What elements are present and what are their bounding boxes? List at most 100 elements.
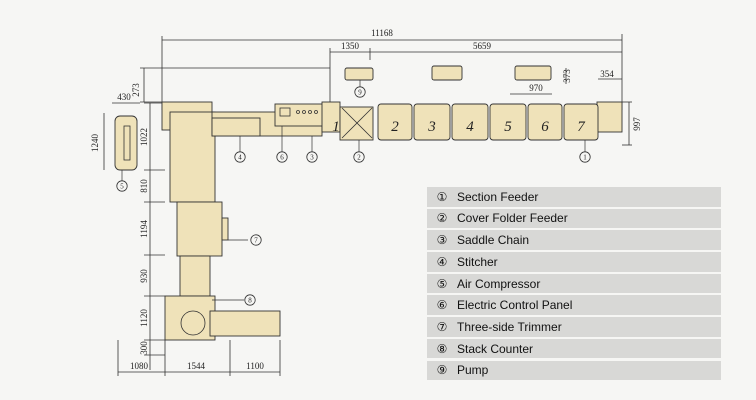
station-number: 5 bbox=[504, 119, 512, 135]
callout-circle bbox=[244, 294, 256, 306]
trimmer-unit bbox=[176, 201, 223, 257]
dim-v5: 1120 bbox=[139, 309, 149, 327]
station-5: 5 bbox=[489, 103, 527, 141]
station-4: 4 bbox=[451, 103, 489, 141]
panel-display bbox=[279, 107, 291, 117]
dim-feeder-span: 5659 bbox=[473, 41, 492, 51]
outfeed-table bbox=[209, 310, 281, 337]
dim-line-height: 997 bbox=[632, 117, 642, 131]
callout-5: 5 bbox=[116, 180, 128, 192]
callout-circle bbox=[234, 151, 246, 163]
dim-bottom-left: 1080 bbox=[130, 361, 149, 371]
dim-left-gap: 273 bbox=[131, 83, 141, 97]
legend-marker: ⑥ bbox=[436, 298, 448, 313]
compressor-window bbox=[123, 125, 131, 161]
station-row: 1 2 3 4 5 6 7 bbox=[332, 103, 599, 141]
station-block bbox=[489, 103, 527, 141]
station-7: 7 bbox=[563, 103, 599, 141]
legend-item: ⑨ Pump bbox=[427, 360, 721, 380]
callout-circle bbox=[579, 151, 591, 163]
panel-knob bbox=[296, 110, 300, 114]
station-block bbox=[413, 103, 451, 141]
end-unit bbox=[596, 101, 623, 133]
dim-pump-height: 373 bbox=[562, 69, 572, 83]
station-1: 1 bbox=[332, 119, 340, 135]
callout-number: 6 bbox=[280, 154, 284, 162]
pump-unit-2 bbox=[431, 65, 463, 81]
counter-wheel bbox=[180, 310, 206, 336]
pump-unit-3 bbox=[514, 65, 552, 81]
callout-number: 9 bbox=[358, 89, 362, 97]
air-compressor-unit bbox=[114, 115, 138, 171]
station-block bbox=[377, 103, 413, 141]
legend-marker: ③ bbox=[436, 233, 448, 248]
legend-marker: ⑨ bbox=[436, 363, 448, 378]
legend-label: Cover Folder Feeder bbox=[457, 211, 568, 226]
callout-number: 5 bbox=[120, 183, 124, 191]
legend-label: Saddle Chain bbox=[457, 233, 530, 248]
dim-compressor-height: 1240 bbox=[90, 134, 100, 153]
dim-v2: 810 bbox=[139, 179, 149, 193]
legend-label: Section Feeder bbox=[457, 189, 539, 204]
dim-total-width: 11168 bbox=[371, 28, 393, 38]
dim-v4: 930 bbox=[139, 269, 149, 283]
legend-marker: ④ bbox=[436, 254, 448, 269]
station-number: 6 bbox=[541, 119, 549, 135]
callout-2: 2 bbox=[353, 151, 365, 163]
callout-number: 7 bbox=[254, 237, 258, 245]
legend-marker: ⑤ bbox=[436, 276, 448, 291]
callout-number: 3 bbox=[310, 154, 314, 162]
station-number: 4 bbox=[466, 119, 474, 135]
callout-circle bbox=[354, 86, 366, 98]
station-block bbox=[527, 103, 563, 141]
station-6: 6 bbox=[527, 103, 563, 141]
dim-bottom-mid: 1544 bbox=[187, 361, 206, 371]
legend-label: Electric Control Panel bbox=[457, 298, 573, 313]
dim-feeder-offset: 1350 bbox=[341, 41, 360, 51]
pump-unit-1 bbox=[344, 67, 374, 81]
callout-3: 3 bbox=[306, 151, 318, 163]
legend-item: ③ Saddle Chain bbox=[427, 230, 721, 250]
delivery-conveyor bbox=[179, 255, 211, 297]
dim-v6: 300 bbox=[139, 341, 149, 355]
cross-mark bbox=[341, 107, 373, 139]
panel-knob bbox=[308, 110, 312, 114]
station-number: 7 bbox=[577, 119, 586, 135]
callout-number: 1 bbox=[583, 154, 587, 162]
vertical-conveyor bbox=[169, 111, 216, 203]
dim-pump-width: 970 bbox=[529, 83, 543, 93]
legend-label: Pump bbox=[457, 363, 489, 378]
callout-circle bbox=[306, 151, 318, 163]
dim-v3: 1194 bbox=[139, 220, 149, 238]
dim-compressor-width: 430 bbox=[117, 92, 131, 102]
stack-counter-unit bbox=[164, 295, 216, 341]
dim-bottom-right: 1100 bbox=[246, 361, 264, 371]
callout-number: 2 bbox=[357, 154, 361, 162]
station-2: 2 bbox=[377, 103, 413, 141]
legend-label: Three-side Trimmer bbox=[457, 319, 562, 334]
callout-9: 9 bbox=[354, 86, 366, 98]
callout-circle bbox=[276, 151, 288, 163]
callout-circle bbox=[250, 234, 262, 246]
panel-knob bbox=[314, 110, 318, 114]
legend-marker: ① bbox=[436, 189, 448, 204]
legend-item: ⑥ Electric Control Panel bbox=[427, 295, 721, 315]
legend-marker: ⑧ bbox=[436, 341, 448, 356]
callout-1: 1 bbox=[579, 151, 591, 163]
legend-item: ① Section Feeder bbox=[427, 187, 721, 207]
callout-circle bbox=[353, 151, 365, 163]
control-panel-unit bbox=[274, 103, 324, 127]
station-number: 3 bbox=[427, 119, 436, 135]
panel-knob bbox=[302, 110, 306, 114]
stitcher-unit bbox=[211, 117, 261, 137]
legend-item: ④ Stitcher bbox=[427, 252, 721, 272]
legend-label: Stitcher bbox=[457, 254, 498, 269]
station-number: 2 bbox=[391, 119, 399, 135]
callout-circle bbox=[116, 180, 128, 192]
station-3: 3 bbox=[413, 103, 451, 141]
callout-7: 7 bbox=[250, 234, 262, 246]
